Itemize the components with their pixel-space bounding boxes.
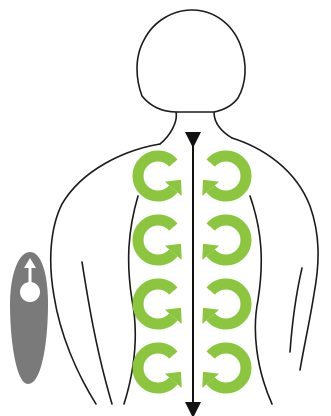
circular-arrow-icon [202,284,246,324]
circular-arrow-icon [138,284,182,324]
massager-knob [20,282,40,302]
circular-arrow-arc [138,284,173,324]
neck-right [214,112,232,138]
circular-arrow-icon [138,220,182,260]
right-arm-inner [290,268,302,352]
circular-arrow-arc [138,220,173,260]
circular-arrow-icon [202,348,246,388]
circular-arrow-icon [202,220,246,260]
circular-arrow-arc [211,220,246,260]
human-back-outline [51,10,318,404]
circular-arrow-icon [138,156,182,196]
circular-arrow-arc [138,348,173,388]
right-torso-side [250,196,272,404]
handheld-massager-icon [10,252,48,384]
circular-arrow-arc [138,156,173,196]
circular-arrow-arc [211,284,246,324]
circular-arrow-icon [202,156,246,196]
circular-arrow-arc [211,348,246,388]
neck-left [160,112,176,144]
left-arm-inner [82,262,112,404]
head-outline [137,10,245,112]
circular-arrow-arc [211,156,246,196]
circular-arrow-icon [138,348,182,388]
